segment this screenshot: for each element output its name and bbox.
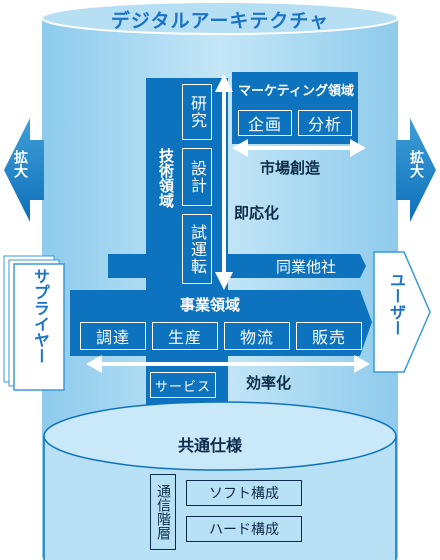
user-label: ユーザー bbox=[387, 272, 406, 336]
competitors-band bbox=[108, 254, 366, 278]
supplier-page-front bbox=[13, 263, 65, 391]
tech-domain-label: 技術領域 bbox=[157, 148, 175, 208]
user-chevron bbox=[373, 251, 431, 373]
communication-layer-box: 通信階層 bbox=[150, 474, 176, 550]
tech-step-design: 設計 bbox=[182, 148, 212, 206]
right-expand-label: 拡大 bbox=[408, 150, 424, 178]
marketing-item-planning: 企画 bbox=[238, 110, 292, 136]
service-box: サービス bbox=[150, 372, 216, 398]
tech-step-trial-run: 試運転 bbox=[182, 214, 212, 284]
agility-label: 即応化 bbox=[234, 204, 280, 222]
efficiency-arrow-right-head bbox=[354, 355, 370, 373]
competitors-label: 同業他社 bbox=[276, 258, 337, 276]
business-item-production: 生産 bbox=[152, 322, 218, 350]
left-expand-arrow bbox=[4, 118, 44, 222]
tech-step-research: 研究 bbox=[182, 84, 212, 140]
market-creation-label: 市場創造 bbox=[260, 159, 321, 177]
market-arrow-left-head bbox=[232, 139, 248, 157]
common-spec-label: 共通仕様 bbox=[178, 436, 243, 455]
agility-arrow-bottom-head bbox=[215, 272, 233, 290]
efficiency-label: 効率化 bbox=[246, 374, 292, 392]
diagram-title: デジタルアーキテクチャ bbox=[110, 10, 330, 32]
software-config-box: ソフト構成 bbox=[186, 480, 302, 506]
hardware-config-box: ハード構成 bbox=[186, 516, 302, 542]
marketing-block bbox=[232, 72, 358, 144]
supplier-label: サプライヤー bbox=[31, 268, 50, 364]
business-item-logistics: 物流 bbox=[224, 322, 290, 350]
market-arrow-right-head bbox=[350, 139, 366, 157]
right-expand-arrow bbox=[396, 118, 436, 222]
business-item-procurement: 調達 bbox=[80, 322, 146, 350]
business-item-sales: 販売 bbox=[296, 322, 362, 350]
business-domain-label: 事業領域 bbox=[180, 296, 241, 314]
left-expand-label: 拡大 bbox=[12, 150, 28, 178]
architecture-cylinder-top bbox=[41, 1, 399, 35]
marketing-item-analysis: 分析 bbox=[298, 110, 352, 136]
efficiency-arrow-left-head bbox=[86, 355, 102, 373]
agility-arrow-top-head bbox=[215, 74, 233, 92]
marketing-label: マーケティング領域 bbox=[238, 84, 354, 99]
